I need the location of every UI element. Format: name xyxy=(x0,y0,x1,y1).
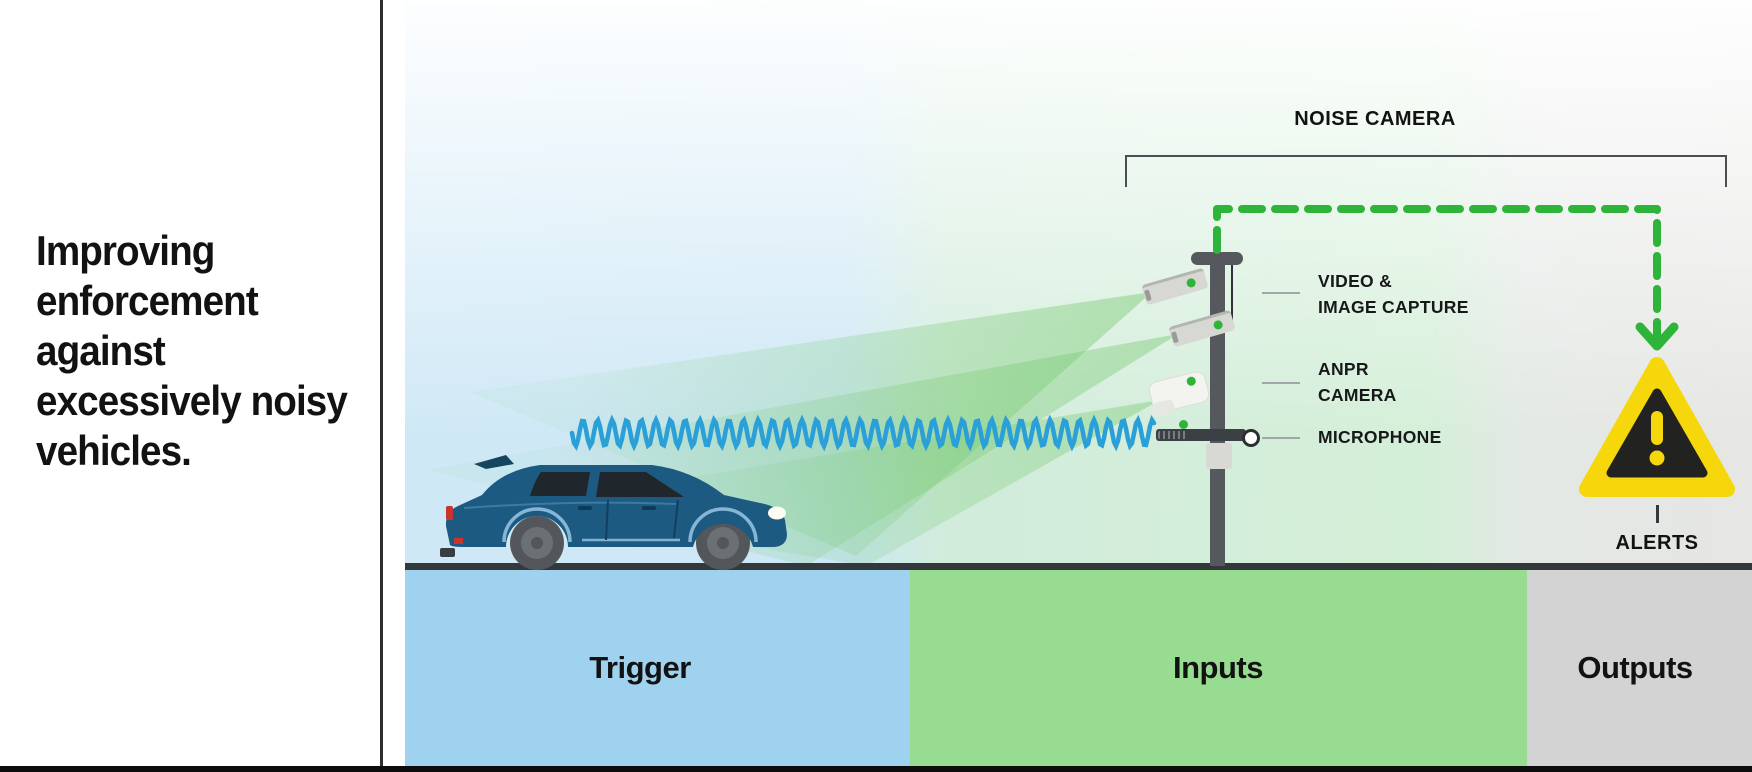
connector-line xyxy=(1262,292,1300,294)
zone-label-outputs: Outputs xyxy=(1577,650,1693,685)
road-line xyxy=(405,563,1752,570)
status-dot xyxy=(1179,420,1188,429)
alerts-label: ALERTS xyxy=(1615,532,1699,554)
noise-camera-title: NOISE CAMERA xyxy=(1294,108,1456,130)
connector-line xyxy=(1262,382,1300,384)
flow-arrow-icon xyxy=(1635,322,1679,351)
noise-camera-bracket xyxy=(1125,155,1727,187)
label-video-image-capture: VIDEO & IMAGE CAPTURE xyxy=(1318,271,1469,317)
microphone-mount xyxy=(1206,443,1232,469)
rear-spoiler xyxy=(474,455,514,469)
bottom-bar xyxy=(0,766,1752,772)
zone-band-inputs xyxy=(910,570,1527,766)
car-body xyxy=(445,465,787,547)
headlight xyxy=(768,506,786,520)
panel-divider xyxy=(380,0,383,766)
pole-cap xyxy=(1191,252,1243,265)
connector-line xyxy=(1262,437,1300,439)
car-window xyxy=(596,472,684,497)
microphone-ring xyxy=(1242,429,1260,447)
zone-band-outputs xyxy=(1527,570,1752,766)
sound-wave xyxy=(569,414,1157,452)
car-illustration xyxy=(440,455,787,570)
zone-label-trigger: Trigger xyxy=(589,650,691,685)
taillight xyxy=(446,506,453,520)
camera-mount-wire xyxy=(1231,262,1233,320)
label-anpr-camera: ANPR CAMERA xyxy=(1318,359,1397,405)
zone-band-trigger xyxy=(405,570,910,766)
exhaust-pipe xyxy=(440,548,455,557)
page-title: Improving enforcement against excessivel… xyxy=(36,227,348,474)
dashed-flow-line xyxy=(1213,205,1661,344)
car-window xyxy=(530,472,590,496)
alerts-connector-line xyxy=(1656,505,1659,523)
zone-label-inputs: Inputs xyxy=(1173,650,1264,685)
microphone-icon xyxy=(1156,429,1246,441)
label-microphone: MICROPHONE xyxy=(1318,427,1442,447)
warning-triangle-icon xyxy=(1579,357,1735,497)
